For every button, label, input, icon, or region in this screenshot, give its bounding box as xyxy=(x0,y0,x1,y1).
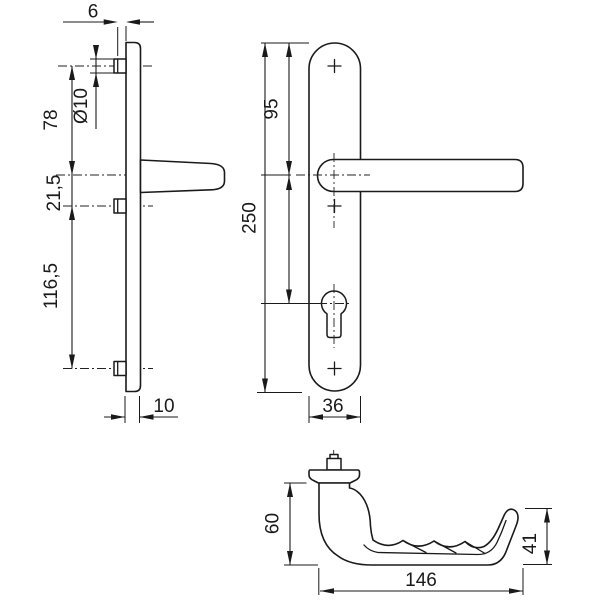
dim-95-label: 95 xyxy=(262,98,283,119)
dimension-chain-78-215-1165: 78 21,5 116,5 xyxy=(41,66,75,369)
dimension-o10: Ø10 xyxy=(71,45,114,129)
dimension-41: 41 xyxy=(520,508,552,565)
dim-41-label: 41 xyxy=(520,533,541,554)
top-screw-mark xyxy=(327,58,342,74)
grip-profile-view: 60 41 146 xyxy=(263,450,552,595)
top-screw-side xyxy=(113,58,127,74)
mid-screw-mark xyxy=(327,198,342,214)
dim-10-label: 10 xyxy=(153,396,174,417)
dimension-146: 146 xyxy=(318,568,524,595)
dim-36-label: 36 xyxy=(322,396,343,417)
dim-6-label: 6 xyxy=(88,2,99,23)
backplate-side-profile xyxy=(125,41,142,393)
dimension-36: 36 xyxy=(308,396,361,423)
backplate-front xyxy=(308,42,362,392)
dim-60-label: 60 xyxy=(263,513,284,534)
finger-groove-line-1 xyxy=(402,539,427,554)
bottom-screw-mark xyxy=(327,361,342,376)
dimension-6: 6 xyxy=(63,2,154,56)
dim-215-label: 21,5 xyxy=(44,175,65,212)
dim-78-label: 78 xyxy=(41,109,62,130)
side-view: 6 Ø10 78 21,5 116,5 xyxy=(41,2,226,423)
dimension-60: 60 xyxy=(263,482,318,566)
finger-groove-line-2 xyxy=(433,540,457,554)
lever-handle-side-profile xyxy=(139,159,226,194)
dim-o10-label: Ø10 xyxy=(71,88,92,124)
lever-handle-front xyxy=(316,158,524,193)
spindle-square xyxy=(326,457,342,471)
front-view: 95 250 36 xyxy=(240,42,524,423)
rosette-profile xyxy=(308,469,361,484)
grip-mid-contour xyxy=(363,519,507,556)
dimension-95: 95 xyxy=(262,43,292,304)
dimension-10: 10 xyxy=(104,396,178,423)
dimension-250: 250 xyxy=(240,43,268,393)
finger-groove-line-3 xyxy=(464,540,486,555)
handle-arm-profile xyxy=(318,482,519,566)
mid-screw-side xyxy=(113,198,127,214)
dim-146-label: 146 xyxy=(405,570,437,591)
dim-1165-label: 116,5 xyxy=(41,263,62,309)
dim-250-label: 250 xyxy=(240,202,261,234)
bottom-screw-side xyxy=(113,360,127,377)
